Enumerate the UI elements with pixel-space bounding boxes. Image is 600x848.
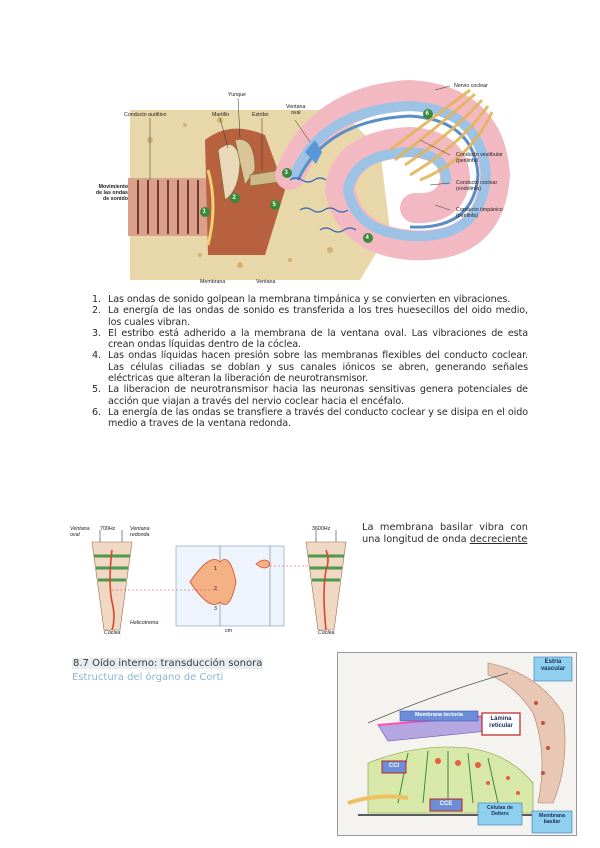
label-conducto-coclear: Conducto coclear (endolinfa) bbox=[456, 180, 497, 192]
label-ventana-oval: Ventana oval bbox=[70, 526, 90, 538]
section-title: 8.7 Oído interno: transducción sonora bbox=[72, 658, 263, 669]
section-subtitle: Estructura del órgano de Corti bbox=[72, 672, 223, 683]
step-text: La liberacion de neurotransmisor hacia l… bbox=[108, 384, 528, 406]
label-celulas-deiters: Células de Deiters bbox=[478, 806, 522, 817]
label-ventana-oval: Ventana oval bbox=[286, 104, 305, 116]
marker-3: 3 bbox=[285, 170, 288, 177]
step-number: 2. bbox=[92, 305, 101, 316]
label-700hz: 700Hz bbox=[100, 526, 115, 532]
marker-4: 4 bbox=[366, 235, 369, 242]
cochlea-diagram: 1 2 3 4 5 6 Yunque Conducto auditivo Mar… bbox=[90, 80, 530, 290]
step-item: 5. La liberacion de neurotransmisor hacia… bbox=[92, 384, 528, 407]
label-cm: cm bbox=[225, 628, 232, 634]
label-membrana-basilar: Membrana basilar bbox=[532, 814, 572, 825]
tick-1: 1 bbox=[214, 566, 217, 572]
label-martillo: Martillo bbox=[212, 112, 229, 118]
basilar-caption-underlined: decreciente bbox=[470, 534, 528, 545]
label-conducto-vestibular: Conducto vestibular (perilinfa) bbox=[456, 152, 503, 164]
step-text: El estribo está adherido a la membrana d… bbox=[108, 328, 528, 350]
basilar-membrane-diagram: Ventana oval 700Hz Ventana redonda 3600H… bbox=[70, 522, 360, 640]
label-cci: CCI bbox=[382, 763, 406, 770]
step-item: 2. La energía de las ondas de sonido es t… bbox=[92, 305, 528, 328]
step-text: La energía de las ondas de sonido es tra… bbox=[108, 305, 528, 327]
label-yunque: Yunque bbox=[228, 92, 246, 98]
step-item: 4. Las ondas líquidas hacen presión sobre… bbox=[92, 350, 528, 384]
step-number: 4. bbox=[92, 350, 101, 361]
label-conducto-timpanico: Conducto timpánico (perilinfa) bbox=[456, 207, 503, 219]
basilar-illustration bbox=[70, 522, 360, 640]
step-text: La energía de las ondas se transfiere a … bbox=[108, 407, 528, 429]
label-membrana-tectoria: Membrana tectoria bbox=[400, 713, 478, 719]
label-ventana: Ventana bbox=[256, 279, 275, 285]
step-number: 1. bbox=[92, 294, 101, 305]
step-item: 3. El estribo está adherido a la membrana… bbox=[92, 328, 528, 351]
label-membrana: Membrana bbox=[200, 279, 225, 285]
label-3600hz: 3600Hz bbox=[312, 526, 330, 532]
tick-2: 2 bbox=[214, 586, 217, 592]
marker-2: 2 bbox=[233, 195, 236, 202]
step-number: 5. bbox=[92, 384, 101, 395]
marker-5: 5 bbox=[273, 202, 276, 209]
marker-6: 6 bbox=[426, 111, 429, 118]
label-helicotrema: Helicotrema bbox=[130, 620, 158, 626]
label-coclea-right: Cóclea bbox=[318, 630, 335, 636]
step-item: 1. Las ondas de sonido golpean la membran… bbox=[92, 294, 528, 305]
label-coclea-left: Cóclea bbox=[104, 630, 121, 636]
label-cce: CCE bbox=[430, 801, 462, 808]
organ-of-corti-diagram: Estria vascular Membrana tectoria Lámina… bbox=[337, 652, 577, 836]
corti-illustration bbox=[338, 653, 576, 835]
step-number: 3. bbox=[92, 328, 101, 339]
step-text: Las ondas de sonido golpean la membrana … bbox=[108, 294, 510, 305]
label-conducto-auditivo: Conducto auditivo bbox=[124, 112, 166, 118]
marker-1: 1 bbox=[203, 209, 206, 216]
label-ventana-redonda: Ventana redonda bbox=[130, 526, 150, 538]
basilar-caption: La membrana basilar vibra con una longit… bbox=[362, 522, 528, 546]
steps-list: 1. Las ondas de sonido golpean la membran… bbox=[92, 294, 528, 430]
tick-3: 3 bbox=[214, 606, 217, 612]
step-item: 6. La energía de las ondas se transfiere … bbox=[92, 407, 528, 430]
label-lamina-reticular: Lámina reticular bbox=[482, 716, 520, 729]
label-estria-vascular: Estria vascular bbox=[534, 659, 572, 672]
label-nervio-coclear: Nervio coclear bbox=[454, 83, 488, 89]
label-estribo: Estribo bbox=[252, 112, 269, 118]
label-movimiento-ondas: Movimiento de las ondas de sonido bbox=[90, 184, 128, 202]
step-number: 6. bbox=[92, 407, 101, 418]
step-text: Las ondas líquidas hacen presión sobre l… bbox=[108, 350, 528, 384]
